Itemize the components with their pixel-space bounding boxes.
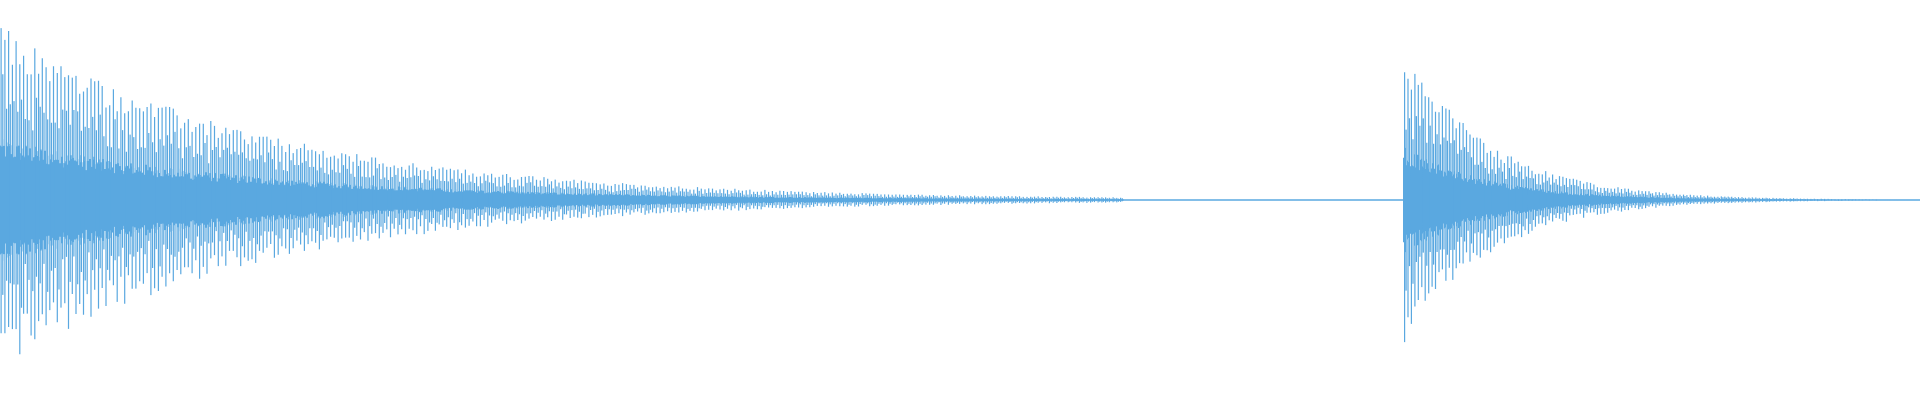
waveform-spikes	[1404, 72, 1920, 343]
burst-1	[0, 28, 1124, 355]
waveform-spikes	[0, 28, 1123, 355]
waveform-bursts	[0, 28, 1920, 355]
burst-2	[1403, 72, 1920, 343]
waveform-core	[0, 139, 1124, 261]
